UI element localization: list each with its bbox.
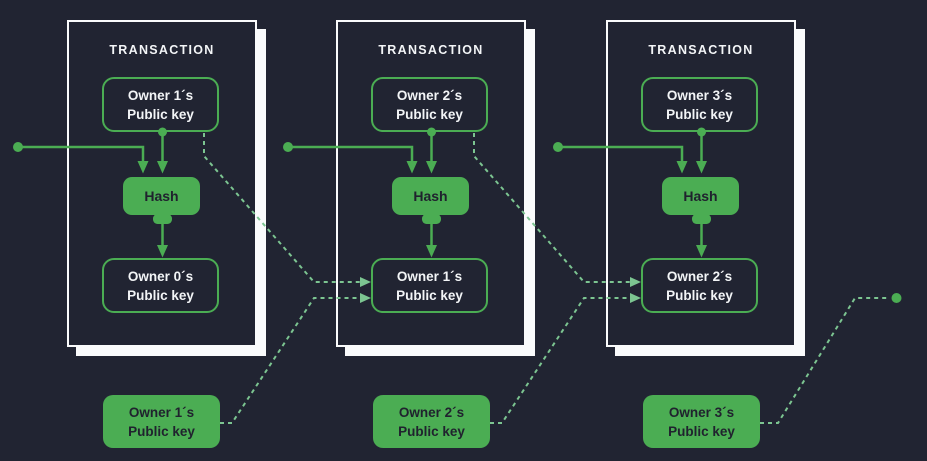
key-label-line1: Owner 1´s — [396, 268, 463, 284]
hash-box: Hash — [392, 177, 469, 215]
prev-owner-public-key-box: Owner 1´s Public key — [371, 258, 488, 313]
key-label-line1: Owner 0´s — [127, 268, 194, 284]
transaction-card-1: TRANSACTION Owner 1´s Public key Hash Ow… — [67, 20, 257, 347]
key-label-line2: Public key — [666, 106, 733, 122]
key-label-line1: Owner 3´s — [668, 404, 735, 420]
link-end-dot — [891, 293, 902, 303]
key-label-line1: Owner 1´s — [128, 404, 195, 420]
owner-public-key-box: Owner 3´s Public key — [641, 77, 758, 132]
key-label-line2: Public key — [127, 287, 194, 303]
key-label-line2: Public key — [398, 423, 465, 439]
prev-owner-public-key-box: Owner 2´s Public key — [641, 258, 758, 313]
external-public-key-2: Owner 2´s Public key — [373, 395, 490, 448]
external-public-key-3: Owner 3´s Public key — [643, 395, 760, 448]
key-label-line1: Owner 1´s — [127, 87, 194, 103]
key-label-line1: Owner 2´s — [398, 404, 465, 420]
owner-public-key-box: Owner 1´s Public key — [102, 77, 219, 132]
key-label-line1: Owner 2´s — [666, 268, 733, 284]
key-label-line2: Public key — [668, 423, 735, 439]
card-title: TRANSACTION — [378, 43, 484, 57]
transaction-card-3: TRANSACTION Owner 3´s Public key Hash Ow… — [606, 20, 796, 347]
prev-owner-public-key-box: Owner 0´s Public key — [102, 258, 219, 313]
key-label-line2: Public key — [128, 423, 195, 439]
link-start-dot — [553, 142, 563, 152]
key-label-line2: Public key — [127, 106, 194, 122]
link-start-dot — [283, 142, 293, 152]
transaction-card-2: TRANSACTION Owner 2´s Public key Hash Ow… — [336, 20, 526, 347]
owner-public-key-box: Owner 2´s Public key — [371, 77, 488, 132]
key-label-line1: Owner 2´s — [396, 87, 463, 103]
key-label-line2: Public key — [666, 287, 733, 303]
hash-box: Hash — [662, 177, 739, 215]
card-title: TRANSACTION — [648, 43, 754, 57]
card-title: TRANSACTION — [109, 43, 215, 57]
key-label-line2: Public key — [396, 106, 463, 122]
hash-box: Hash — [123, 177, 200, 215]
link-start-dot — [13, 142, 23, 152]
key-label-line1: Owner 3´s — [666, 87, 733, 103]
key-label-line2: Public key — [396, 287, 463, 303]
external-public-key-1: Owner 1´s Public key — [103, 395, 220, 448]
